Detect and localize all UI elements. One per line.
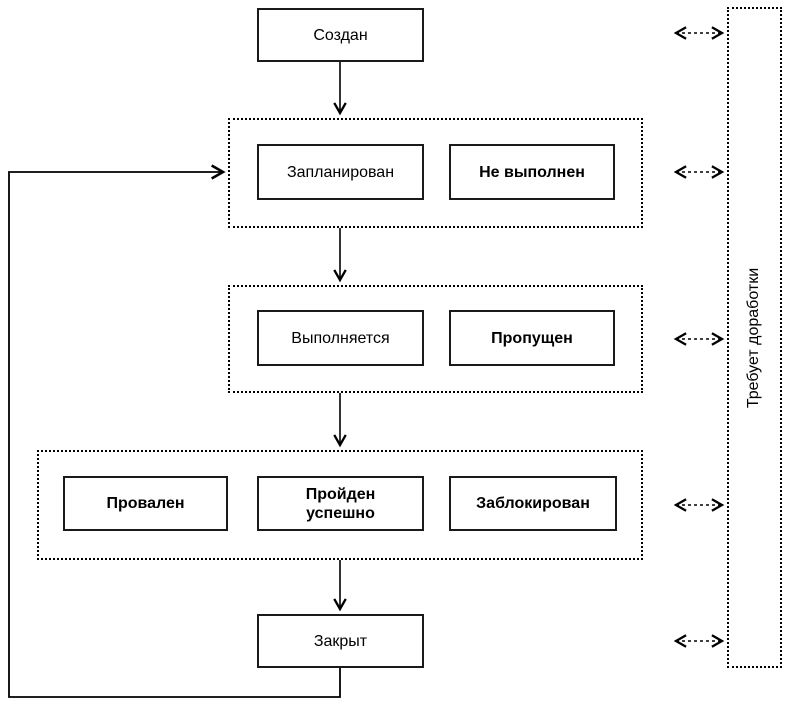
state-node-failed: Провален: [63, 476, 228, 531]
state-node-passed: Пройден успешно: [257, 476, 424, 531]
state-node-skipped: Пропущен: [449, 310, 615, 366]
rework-state-label: Требует доработки: [745, 267, 763, 408]
state-node-executing: Выполняется: [257, 310, 424, 366]
state-node-scheduled: Запланирован: [257, 144, 424, 200]
rework-state-sidebar: Требует доработки: [727, 7, 782, 668]
state-node-not-executed: Не выполнен: [449, 144, 615, 200]
state-node-blocked: Заблокирован: [449, 476, 617, 531]
state-node-closed: Закрыт: [257, 614, 424, 668]
state-node-created: Создан: [257, 8, 424, 62]
